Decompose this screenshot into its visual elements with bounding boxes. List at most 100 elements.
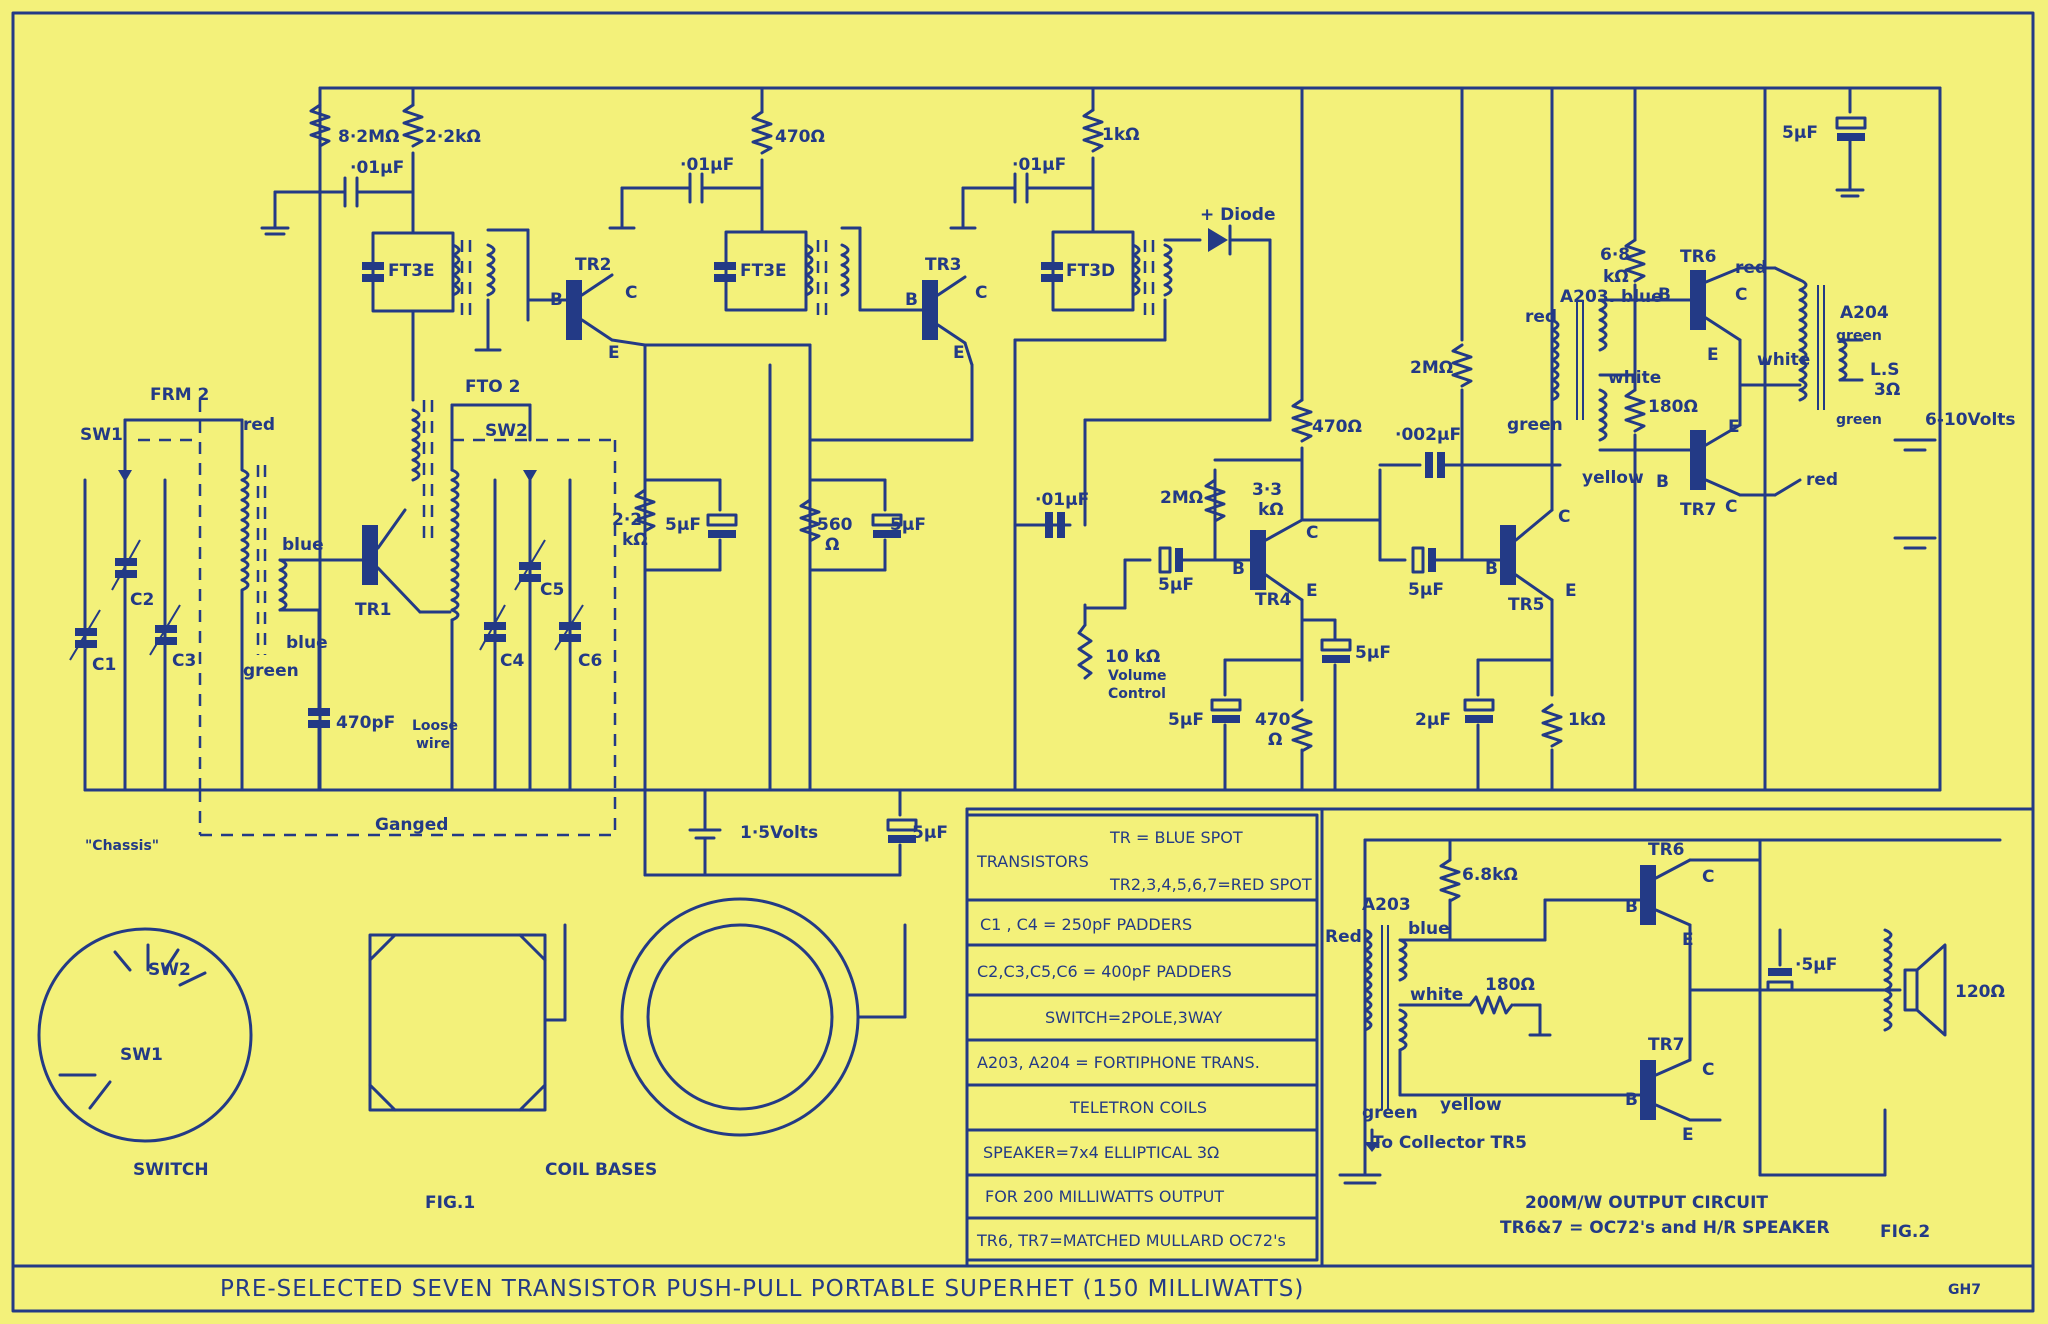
- label-ganged: Ganged: [375, 815, 448, 835]
- label-vol-3: Control: [1108, 686, 1166, 702]
- label-wire: wire: [416, 736, 450, 752]
- label-f2-b6: B: [1625, 897, 1638, 917]
- capacitor-5uf-top: [1835, 116, 1867, 130]
- label-f2-6-8k: 6.8kΩ: [1462, 865, 1518, 885]
- label-a203: A203. blue: [1560, 287, 1663, 307]
- tr5-transistor: [1500, 525, 1516, 585]
- resistor-560: [799, 498, 821, 543]
- label-red-3: red: [1735, 258, 1767, 278]
- label-r-2m-1: 2MΩ: [1160, 488, 1203, 508]
- label-vol-2: Volume: [1108, 668, 1167, 684]
- coil-base-drawing-2: [620, 897, 907, 1137]
- table-a203-a204: A203, A204 = FORTIPHONE TRANS.: [977, 1053, 1260, 1072]
- tr1-transistor: [362, 525, 378, 585]
- label-f2-120: 120Ω: [1955, 982, 2005, 1002]
- resistor-8m2: [309, 103, 331, 148]
- label-c-5uf-3: 5μF: [890, 515, 926, 535]
- label-vol-1: 10 kΩ: [1105, 647, 1160, 667]
- emitter-networks: [634, 343, 974, 877]
- label-r-180: 180Ω: [1648, 397, 1698, 417]
- coil-base-drawing-1: [368, 923, 567, 1112]
- stage1-bias-network: [260, 86, 530, 792]
- label-green: green: [243, 661, 299, 681]
- label-b-tr2: B: [550, 290, 563, 310]
- label-a204: A204: [1840, 303, 1889, 323]
- stage2-if: [608, 86, 914, 347]
- ft3d-can: [1051, 230, 1135, 312]
- label-chassis: "Chassis": [85, 838, 159, 854]
- resistor-180: [1624, 388, 1646, 433]
- label-c-5uf-4: 5μF: [1158, 575, 1194, 595]
- label-r-470-3a: 470: [1255, 710, 1291, 730]
- components-table-text: TRANSISTORS TR = BLUE SPOT TR2,3,4,5,6,7…: [976, 828, 1312, 1250]
- table-speaker: SPEAKER=7x4 ELLIPTICAL 3Ω: [983, 1143, 1219, 1162]
- label-b-tr7: B: [1656, 472, 1669, 492]
- label-c-002: ·002μF: [1395, 425, 1461, 445]
- label-e-tr7: E: [1728, 417, 1740, 437]
- label-c-5uf-8: 5μF: [912, 823, 948, 843]
- label-r-6k8-b: kΩ: [1603, 267, 1629, 287]
- fig2-output-circuit: [1338, 838, 2002, 1185]
- label-yellow-1: yellow: [1582, 468, 1644, 488]
- resistor-470-audio: [1291, 398, 1313, 443]
- fto2-coil-primary: [411, 408, 421, 482]
- label-e-tr5: E: [1565, 581, 1577, 601]
- tr2-transistor: [526, 273, 647, 347]
- label-f2-b7: B: [1625, 1090, 1638, 1110]
- audio-section: [1013, 86, 1563, 792]
- label-fto2: FTO 2: [465, 377, 520, 397]
- label-f2-red: Red: [1325, 927, 1362, 947]
- resistor-2k2: [402, 103, 424, 148]
- label-sw1-drawing: SW1: [120, 1045, 163, 1065]
- label-c2: C2: [130, 590, 154, 610]
- label-green-3: green: [1836, 328, 1882, 344]
- table-c2-c6: C2,C3,C5,C6 = 400pF PADDERS: [977, 962, 1232, 981]
- stage3-detector: [949, 86, 1272, 792]
- label-ft3d: FT3D: [1066, 261, 1115, 281]
- label-switch: SWITCH: [133, 1160, 209, 1180]
- a204-primary: [1798, 278, 1808, 402]
- label-c1: C1: [92, 655, 116, 675]
- label-tr5: TR5: [1508, 595, 1545, 615]
- label-r-470: 470Ω: [775, 127, 825, 147]
- component-labels: 8·2MΩ 2·2kΩ ·01μF FT3E TR2 B C E 470Ω ·0…: [80, 123, 2016, 1242]
- table-tr-red: TR2,3,4,5,6,7=RED SPOT: [1109, 875, 1312, 894]
- label-c-5uf-7: 5μF: [1408, 580, 1444, 600]
- label-r-470-3b: Ω: [1268, 730, 1282, 750]
- label-c-tr2: C: [625, 283, 637, 303]
- label-red-4: red: [1806, 470, 1838, 490]
- resistor-470-stage2: [751, 110, 773, 155]
- label-f2-tr7: TR7: [1648, 1035, 1685, 1055]
- label-blue-1: blue: [282, 535, 324, 555]
- label-c-tr5: C: [1558, 507, 1570, 527]
- label-frm2: FRM 2: [150, 385, 209, 405]
- label-ft3e-2: FT3E: [740, 261, 787, 281]
- label-f2-caption-1: 200M/W OUTPUT CIRCUIT: [1525, 1193, 1768, 1213]
- label-1-5-volts: 1·5Volts: [740, 823, 818, 843]
- table-c1-c4: C1 , C4 = 250pF PADDERS: [980, 915, 1192, 934]
- label-c6: C6: [578, 651, 602, 671]
- label-b-tr4: B: [1232, 559, 1245, 579]
- label-c3: C3: [172, 651, 196, 671]
- label-f2-blue: blue: [1408, 919, 1450, 939]
- label-loose: Loose: [412, 718, 458, 734]
- label-ft3e-1: FT3E: [388, 261, 435, 281]
- label-r-2k2-2b: kΩ: [622, 530, 648, 550]
- label-r-1k-2: 1kΩ: [1568, 710, 1606, 730]
- components-table: [965, 813, 1319, 1262]
- label-tr2: TR2: [575, 255, 612, 275]
- label-f2-180: 180Ω: [1485, 975, 1535, 995]
- table-200mw: FOR 200 MILLIWATTS OUTPUT: [985, 1187, 1224, 1206]
- ft3e-2-can: [724, 230, 808, 312]
- label-r-8m2: 8·2MΩ: [338, 127, 399, 147]
- label-b-tr3: B: [905, 290, 918, 310]
- label-f2-a203: A203: [1362, 895, 1411, 915]
- label-r-3k3-a: 3·3: [1252, 480, 1282, 500]
- label-c-tr7: C: [1725, 497, 1737, 517]
- resistor-2m-2: [1451, 343, 1473, 388]
- label-c-01-2: ·01μF: [680, 155, 734, 175]
- label-sw2: SW2: [485, 421, 528, 441]
- outer-border: [11, 11, 2035, 1313]
- label-tr1: TR1: [355, 600, 392, 620]
